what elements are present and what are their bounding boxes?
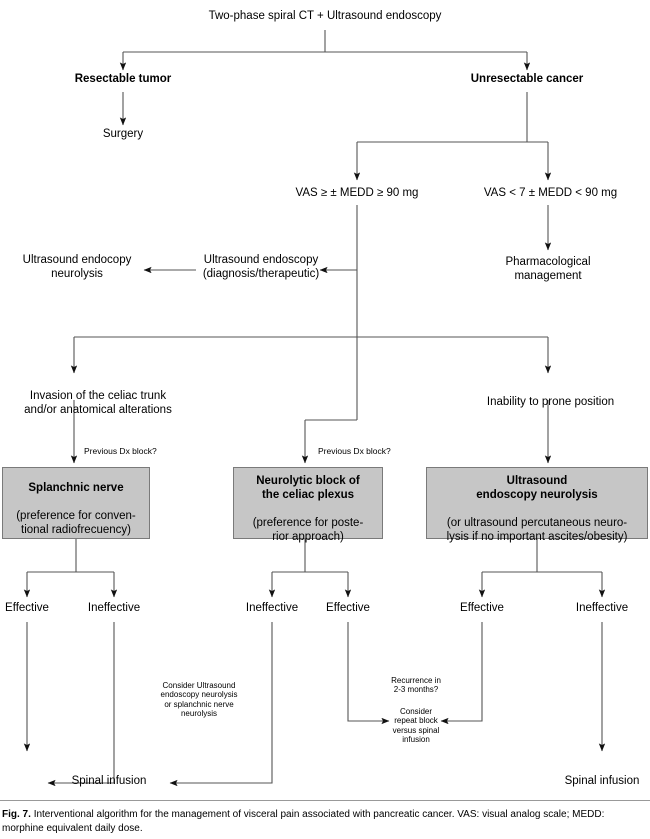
box-neurolytic-block-heading: Neurolytic block of the celiac plexus [256, 475, 360, 502]
node-ultrasound-endoscopy-dx: Ultrasound endoscopy (diagnosis/therapeu… [202, 254, 320, 280]
node-resectable-tumor: Resectable tumor [74, 73, 172, 85]
node-root-test: Two-phase spiral CT + Ultrasound endosco… [208, 10, 442, 22]
box-ultrasound-endoscopy-neurolysis-body: (or ultrasound percutaneous neuro- lysis… [446, 516, 628, 543]
note-consider-repeat-block: Consider repeat block versus spinal infu… [392, 707, 440, 745]
flowchart-connectors [23, 30, 606, 787]
node-invasion-celiac-trunk: Invasion of the celiac trunk and/or anat… [24, 390, 172, 416]
box-splanchnic-nerve[interactable]: Splanchnic nerve (preference for conven-… [2, 467, 150, 539]
label-previous-dx-block-middle: Previous Dx block? [318, 446, 391, 456]
node-vas-low: VAS < 7 ± MEDD < 90 mg [483, 187, 618, 199]
label-splanchnic-ineffective: Ineffective [87, 602, 141, 614]
node-ultrasound-endocopy-neurolysis: Ultrasound endocopy neurolysis [22, 254, 132, 280]
box-ultrasound-endoscopy-neurolysis-heading: Ultrasound endoscopy neurolysis [476, 475, 598, 502]
box-ultrasound-endoscopy-neurolysis-text: Ultrasound endoscopy neurolysis (or ultr… [444, 462, 631, 545]
label-us-neurolysis-effective: Effective [460, 602, 504, 614]
box-neurolytic-block-text: Neurolytic block of the celiac plexus (p… [250, 462, 367, 545]
box-neurolytic-block-body: (preference for poste- rior approach) [252, 516, 364, 543]
label-us-neurolysis-ineffective: Ineffective [575, 602, 629, 614]
node-surgery: Surgery [102, 128, 144, 140]
box-splanchnic-nerve-body: (preference for conven- tional radiofrec… [16, 509, 136, 536]
label-neurolytic-effective: Effective [326, 602, 370, 614]
box-splanchnic-nerve-heading: Splanchnic nerve [28, 482, 124, 495]
node-pharmacological-management: Pharmacological management [505, 256, 591, 282]
node-unresectable-cancer: Unresectable cancer [470, 73, 584, 85]
node-spinal-infusion-left: Spinal infusion [71, 775, 147, 787]
figure-caption: Fig. 7. Interventional algorithm for the… [0, 800, 650, 835]
label-neurolytic-ineffective: Ineffective [245, 602, 299, 614]
box-ultrasound-endoscopy-neurolysis[interactable]: Ultrasound endoscopy neurolysis (or ultr… [426, 467, 648, 543]
box-splanchnic-nerve-text: Splanchnic nerve (preference for conven-… [13, 469, 139, 538]
node-vas-high: VAS ≥ ± MEDD ≥ 90 mg [295, 187, 419, 199]
figure-caption-text: Interventional algorithm for the managem… [2, 809, 605, 834]
note-consider-ultrasound-neurolysis: Consider Ultrasound endoscopy neurolysis… [160, 681, 238, 719]
note-recurrence-2-3-months: Recurrence in 2-3 months? [391, 676, 441, 695]
node-spinal-infusion-right: Spinal infusion [564, 775, 640, 787]
label-previous-dx-block-left: Previous Dx block? [84, 446, 157, 456]
box-neurolytic-block-celiac-plexus[interactable]: Neurolytic block of the celiac plexus (p… [233, 467, 383, 543]
figure-number: Fig. 7. [2, 809, 31, 820]
node-inability-prone-position: Inability to prone position [486, 396, 615, 408]
label-splanchnic-effective: Effective [5, 602, 49, 614]
